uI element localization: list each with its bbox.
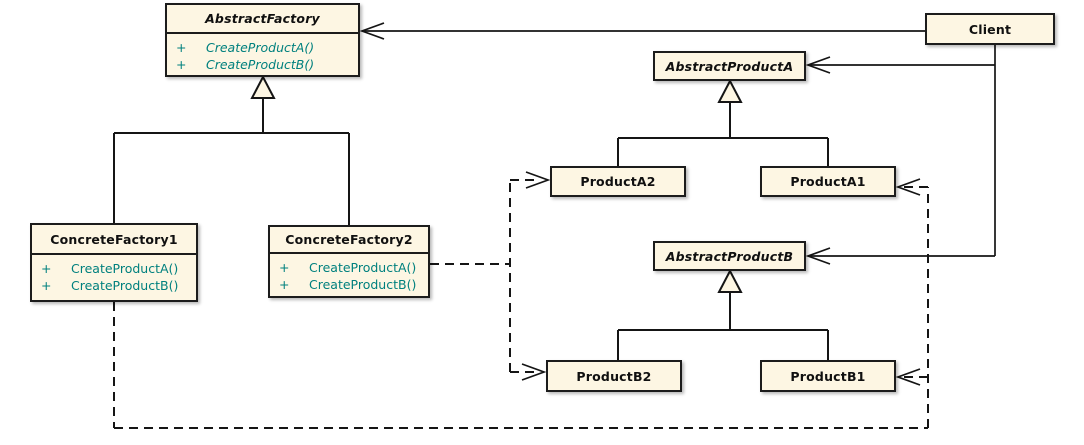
visibility-marker: + — [279, 260, 290, 275]
method-signature: CreateProductB() — [71, 278, 179, 293]
visibility-marker: + — [176, 57, 187, 72]
edge-generalization-product-b — [617, 268, 829, 360]
hollow-triangle-icon — [717, 78, 743, 103]
class-method-list: + CreateProductA() + CreateProductB() — [32, 255, 196, 294]
class-client[interactable]: Client — [925, 13, 1055, 45]
method-create-product-b: + CreateProductB() — [41, 277, 194, 294]
visibility-marker: + — [279, 277, 290, 292]
class-title: ConcreteFactory1 — [32, 225, 196, 255]
class-title: AbstractProductA — [665, 58, 794, 74]
visibility-marker: + — [176, 40, 187, 55]
class-title: ProductB2 — [576, 368, 652, 384]
class-product-a1[interactable]: ProductA1 — [760, 166, 896, 197]
class-title: ProductA2 — [580, 174, 656, 189]
edge-dashed-concretefactory2-products — [430, 171, 551, 381]
class-concrete-factory-2[interactable]: ConcreteFactory2 + CreateProductA() + Cr… — [268, 225, 430, 298]
method-create-product-a: + CreateProductA() — [41, 260, 194, 277]
class-product-b2[interactable]: ProductB2 — [546, 360, 682, 392]
class-title: AbstractProductB — [665, 248, 794, 264]
class-title: AbstractFactory — [167, 5, 358, 34]
edge-dashed-concretefactory1-products — [113, 178, 929, 429]
hollow-triangle-icon — [717, 268, 743, 293]
method-signature: CreateProductB() — [309, 277, 417, 292]
method-create-product-b: + CreateProductB() — [176, 56, 356, 73]
hollow-triangle-icon — [250, 74, 276, 99]
method-signature: CreateProductB() — [206, 57, 315, 72]
class-product-b1[interactable]: ProductB1 — [760, 360, 896, 392]
visibility-marker: + — [41, 261, 52, 276]
class-concrete-factory-1[interactable]: ConcreteFactory1 + CreateProductA() + Cr… — [30, 223, 198, 302]
class-abstract-factory[interactable]: AbstractFactory + CreateProductA() + Cre… — [165, 3, 360, 77]
class-method-list: + CreateProductA() + CreateProductB() — [270, 254, 428, 293]
method-create-product-a: + CreateProductA() — [279, 259, 426, 276]
class-abstract-product-a[interactable]: AbstractProductA — [653, 51, 806, 81]
edge-client-abstractfactory — [359, 22, 925, 40]
class-title: ProductB1 — [790, 368, 866, 384]
class-method-list: + CreateProductA() + CreateProductB() — [167, 34, 358, 73]
class-title: ConcreteFactory2 — [270, 227, 428, 254]
edge-client-abstractproducta — [805, 56, 995, 74]
visibility-marker: + — [41, 278, 52, 293]
edge-client-abstractproductb — [805, 247, 995, 265]
edge-generalization-factories — [113, 74, 350, 225]
method-signature: CreateProductA() — [71, 261, 179, 276]
edge-generalization-product-a — [617, 78, 829, 166]
class-title: Client — [968, 21, 1012, 37]
method-create-product-a: + CreateProductA() — [176, 39, 356, 56]
class-abstract-product-b[interactable]: AbstractProductB — [653, 241, 806, 271]
method-signature: CreateProductA() — [206, 40, 315, 55]
method-create-product-b: + CreateProductB() — [279, 276, 426, 293]
class-product-a2[interactable]: ProductA2 — [550, 166, 686, 197]
class-title: ProductA1 — [790, 174, 866, 189]
method-signature: CreateProductA() — [309, 260, 417, 275]
